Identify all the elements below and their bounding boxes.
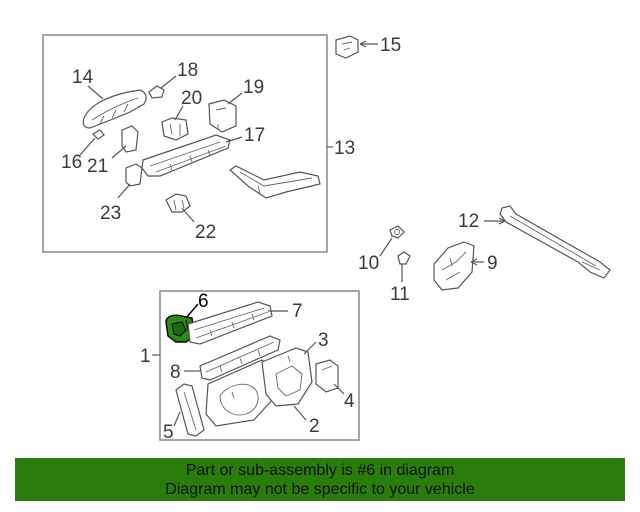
callout-19[interactable]: 19	[243, 77, 264, 98]
part-17[interactable]	[141, 134, 231, 177]
part-3[interactable]	[261, 347, 313, 407]
lower-assembly-frame	[159, 290, 360, 441]
callout-4[interactable]: 4	[344, 391, 355, 412]
callout-10[interactable]: 10	[358, 253, 379, 274]
upper-assembly-group: 13 14 18 20 19 16	[42, 34, 355, 253]
callout-1[interactable]: 1	[140, 346, 151, 367]
banner-line-2: Diagram may not be specific to your vehi…	[165, 481, 475, 498]
part-4[interactable]	[315, 359, 339, 393]
callout-6[interactable]: 6	[198, 291, 209, 312]
lower-assembly-group: 1 6 7 8 2	[140, 290, 360, 443]
callout-18[interactable]: 18	[177, 60, 198, 81]
part-12[interactable]	[499, 205, 611, 279]
callout-22[interactable]: 22	[195, 222, 216, 243]
info-banner: Part or sub-assembly is #6 in diagram Di…	[15, 458, 625, 501]
part-15[interactable]	[335, 35, 359, 59]
part-21[interactable]	[121, 125, 139, 153]
upper-assembly-frame	[42, 34, 328, 253]
callout-2[interactable]: 2	[309, 416, 320, 437]
part-22[interactable]	[165, 193, 191, 213]
part-19[interactable]	[208, 99, 237, 133]
part-9[interactable]	[433, 241, 475, 291]
callout-3[interactable]: 3	[318, 330, 329, 351]
callout-13[interactable]: 13	[334, 138, 355, 159]
part-14[interactable]	[82, 89, 147, 129]
part-8[interactable]	[199, 335, 281, 381]
rear-rail	[229, 165, 321, 199]
part-7[interactable]	[187, 301, 273, 345]
callout-20[interactable]: 20	[181, 88, 202, 109]
callout-5[interactable]: 5	[163, 422, 174, 443]
part-10[interactable]	[389, 225, 405, 239]
part-16[interactable]	[92, 129, 105, 140]
callout-7[interactable]: 7	[292, 301, 303, 322]
callout-15[interactable]: 15	[380, 35, 401, 56]
callout-11[interactable]: 11	[390, 284, 410, 305]
callout-9[interactable]: 9	[487, 253, 498, 274]
part-20[interactable]	[161, 117, 189, 141]
part-5[interactable]	[175, 383, 205, 437]
part-23[interactable]	[125, 163, 143, 187]
part-18[interactable]	[148, 85, 165, 99]
callout-23[interactable]: 23	[100, 203, 121, 224]
callout-21[interactable]: 21	[87, 156, 108, 177]
part-11[interactable]	[397, 251, 411, 265]
callout-14[interactable]: 14	[72, 67, 94, 88]
callout-17[interactable]: 17	[244, 125, 265, 146]
callout-16[interactable]: 16	[61, 152, 82, 173]
callout-8[interactable]: 8	[170, 362, 181, 383]
banner-line-1: Part or sub-assembly is #6 in diagram	[185, 462, 455, 479]
callout-12[interactable]: 12	[458, 211, 479, 232]
